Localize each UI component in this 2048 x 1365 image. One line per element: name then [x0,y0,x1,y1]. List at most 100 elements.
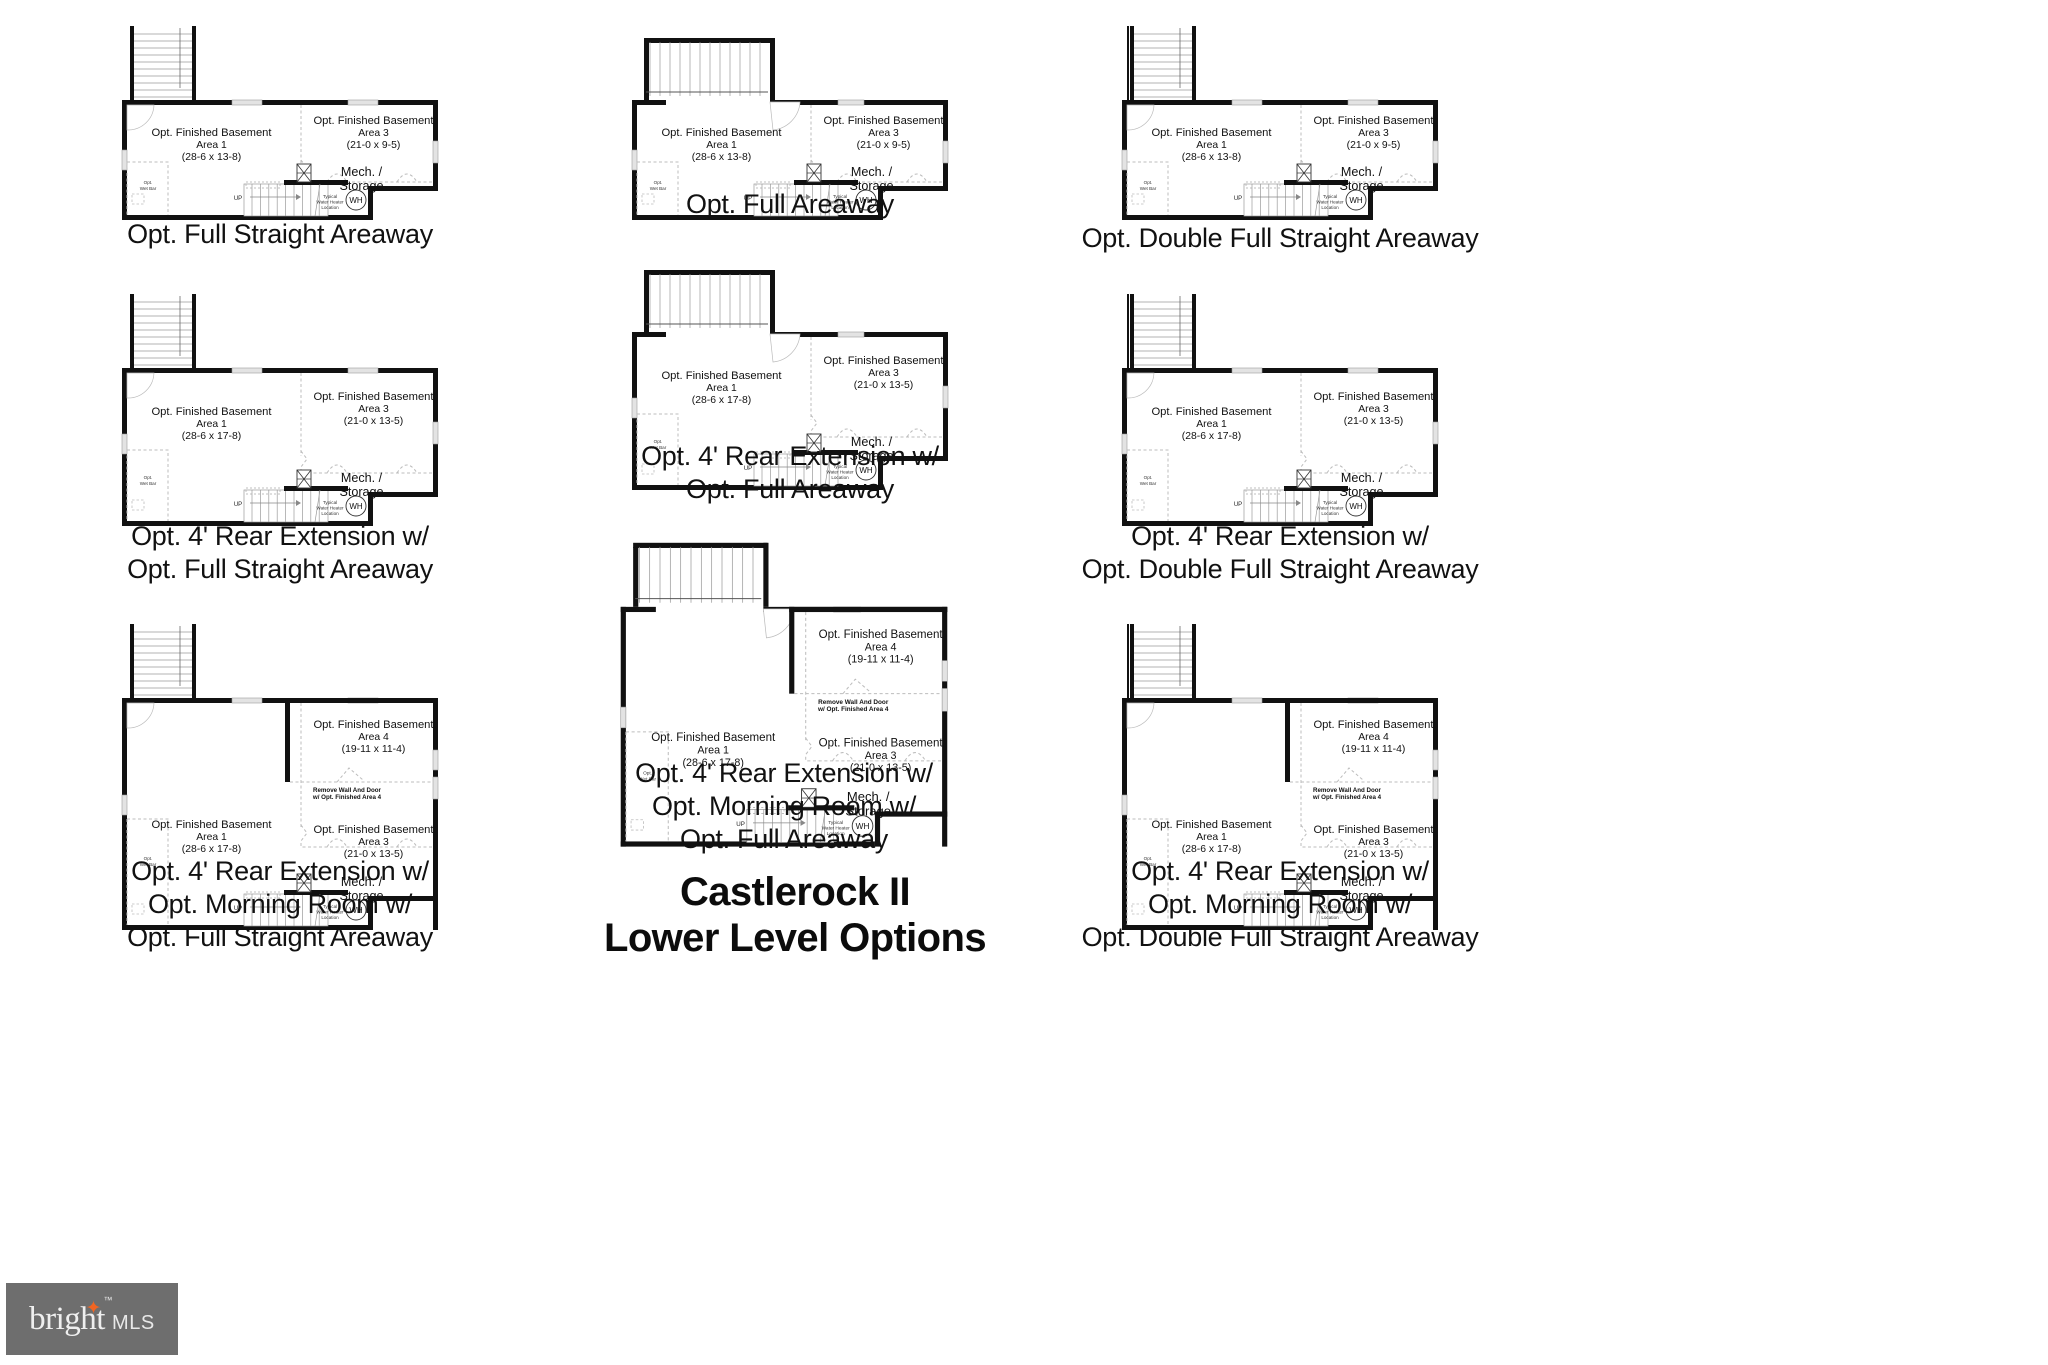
svg-text:Opt. Finished Basement: Opt. Finished Basement [151,819,272,831]
svg-text:UP: UP [744,196,752,202]
svg-text:Water Heater: Water Heater [316,200,344,205]
svg-text:UP: UP [234,502,242,508]
bright-mls-watermark: bright ✦ ™ MLS [6,1283,178,1355]
svg-text:Opt.: Opt. [144,856,153,861]
plan-caption-rear-ext-morning-full-straight-areaway: Opt. 4' Rear Extension w/Opt. Morning Ro… [0,855,580,954]
svg-text:Mech. /: Mech. / [851,165,893,179]
svg-text:Opt. Finished Basement: Opt. Finished Basement [823,355,944,367]
svg-text:Opt.: Opt. [1144,856,1153,861]
svg-text:(28-6 x 17-8): (28-6 x 17-8) [1182,431,1241,442]
svg-text:(28-6 x 17-8): (28-6 x 17-8) [182,844,241,855]
svg-text:Mech. /: Mech. / [1341,165,1383,179]
svg-text:Opt. Finished Basement: Opt. Finished Basement [313,719,434,731]
svg-text:Location: Location [827,831,845,837]
plan-caption-rear-ext-full-straight-areaway: Opt. 4' Rear Extension w/Opt. Full Strai… [0,520,580,586]
sheet-title: Castlerock II Lower Level Options [560,870,1030,961]
svg-text:Opt. Finished Basement: Opt. Finished Basement [1151,127,1272,139]
svg-text:Wet Bar: Wet Bar [140,862,157,867]
caption-line: Opt. 4' Rear Extension w/ [641,441,939,471]
svg-text:Water Heater: Water Heater [1316,910,1344,915]
svg-text:Wet Bar: Wet Bar [140,186,157,191]
svg-text:Opt. Finished Basement: Opt. Finished Basement [313,391,434,403]
caption-line: Opt. Double Full Straight Areaway [1081,223,1479,253]
caption-line: Opt. Full Straight Areaway [127,219,433,249]
svg-text:Opt.: Opt. [1144,475,1153,480]
svg-text:Location: Location [831,205,849,210]
svg-text:w/ Opt. Finished Area 4: w/ Opt. Finished Area 4 [312,794,382,801]
svg-text:Opt. Finished Basement: Opt. Finished Basement [1151,819,1272,831]
svg-text:Opt. Finished Basement: Opt. Finished Basement [819,629,944,641]
svg-text:Area 4: Area 4 [1358,732,1389,743]
svg-text:Opt. Finished Basement: Opt. Finished Basement [823,115,944,127]
svg-text:WH: WH [1349,906,1363,915]
caption-line: Opt. Full Areaway [686,189,894,219]
svg-text:Opt. Finished Basement: Opt. Finished Basement [313,824,434,836]
svg-text:Storage: Storage [339,889,383,903]
caption-line: Opt. Full Straight Areaway [127,921,433,952]
svg-text:(19-11 x 11-4): (19-11 x 11-4) [848,654,914,666]
svg-text:(21-0 x 13-5): (21-0 x 13-5) [850,762,911,774]
svg-text:Water Heater: Water Heater [826,200,854,205]
caption-line: Opt. Morning Room w/ [147,888,413,919]
caption-line: Opt. Double Full Straight Areaway [1081,921,1479,952]
svg-text:Wet Bar: Wet Bar [140,481,157,486]
sheet-title-line1: Castlerock II [679,870,911,914]
svg-text:(19-11 x 11-4): (19-11 x 11-4) [342,744,406,755]
svg-text:Area 1: Area 1 [697,745,729,757]
svg-text:Typical: Typical [1323,194,1337,199]
svg-text:Opt. Finished Basement: Opt. Finished Basement [1313,824,1434,836]
svg-text:Typical: Typical [833,194,847,199]
svg-text:Wet Bar: Wet Bar [1140,186,1157,191]
svg-text:WH: WH [859,196,873,205]
svg-text:Typical: Typical [323,194,337,199]
svg-text:Remove Wall And Door: Remove Wall And Door [313,787,382,794]
svg-text:(28-6 x 17-8): (28-6 x 17-8) [692,395,751,406]
svg-text:(28-6 x 17-8): (28-6 x 17-8) [182,431,241,442]
sheet-title-line2: Lower Level Options [604,915,987,960]
caption-line: Opt. Full Areaway [680,823,888,854]
svg-text:Area 3: Area 3 [1358,837,1389,848]
svg-text:(21-0 x 13-5): (21-0 x 13-5) [854,380,913,391]
svg-text:Wet Bar: Wet Bar [639,776,656,782]
svg-text:WH: WH [349,196,363,205]
svg-text:Typical: Typical [1323,500,1337,505]
svg-text:w/ Opt. Finished Area 4: w/ Opt. Finished Area 4 [817,706,889,713]
svg-text:Opt.: Opt. [144,475,153,480]
svg-text:(19-11 x 11-4): (19-11 x 11-4) [1342,744,1406,755]
svg-text:Opt. Finished Basement: Opt. Finished Basement [151,127,272,139]
svg-text:Area 1: Area 1 [1196,832,1227,843]
svg-text:Area 3: Area 3 [1358,404,1389,415]
caption-line: Opt. 4' Rear Extension w/ [131,856,429,886]
svg-text:Area 3: Area 3 [868,128,899,139]
svg-text:Area 3: Area 3 [1358,128,1389,139]
svg-text:WH: WH [859,466,873,475]
svg-text:Mech. /: Mech. / [847,789,890,804]
svg-text:Typical: Typical [833,464,847,469]
svg-text:Remove Wall And Door: Remove Wall And Door [818,699,889,706]
svg-text:UP: UP [234,196,242,202]
svg-text:(28-6 x 13-8): (28-6 x 13-8) [692,152,751,163]
watermark-brand: bright ✦ ™ [29,1295,112,1338]
svg-text:Mech. /: Mech. / [341,471,383,485]
svg-text:Area 3: Area 3 [868,368,899,379]
svg-text:Water Heater: Water Heater [822,826,850,832]
svg-text:Area 3: Area 3 [358,404,389,415]
svg-text:UP: UP [744,466,752,472]
svg-text:Opt. Finished Basement: Opt. Finished Basement [1313,719,1434,731]
plan-caption-rear-ext-double-full-straight-areaway: Opt. 4' Rear Extension w/Opt. Double Ful… [980,520,1580,586]
svg-text:Area 3: Area 3 [358,128,389,139]
svg-text:UP: UP [1234,196,1242,202]
caption-line: Opt. 4' Rear Extension w/ [635,758,933,788]
